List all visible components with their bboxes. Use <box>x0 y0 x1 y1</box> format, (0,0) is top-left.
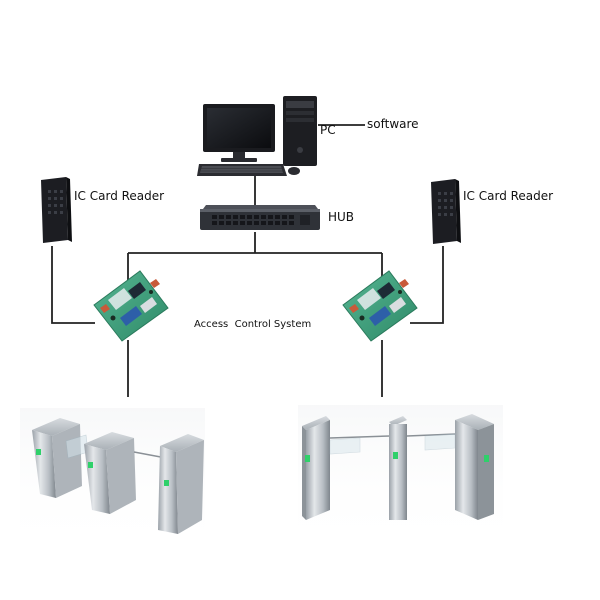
right-card-reader-label: IC Card Reader <box>463 189 553 203</box>
right-gate-2-indicator-led <box>393 452 398 459</box>
left-turnstile-group <box>20 408 205 558</box>
access-control-system-label: Access Control System <box>194 319 311 330</box>
right-turnstile-group <box>298 405 503 555</box>
left-gate-1-indicator-led <box>36 449 41 455</box>
hub-label: HUB <box>328 210 354 224</box>
right-reader-to-board-line <box>410 246 444 324</box>
keyboard <box>197 164 287 176</box>
right-gate-3-indicator-led <box>484 455 489 462</box>
right-gate-cabinet-3 <box>455 414 494 520</box>
connection-lines <box>51 124 444 397</box>
left-access-control-board <box>93 270 169 342</box>
mouse <box>288 167 300 175</box>
right-gate-cabinet-1 <box>302 416 330 520</box>
right-gate-1-indicator-led <box>305 455 310 462</box>
left-card-reader <box>41 177 72 243</box>
software-label: software <box>367 117 419 131</box>
pc-label: PC <box>320 123 336 137</box>
left-gate-cabinet-2 <box>84 432 136 514</box>
left-gate-3-indicator-led <box>164 480 169 486</box>
right-card-reader <box>431 179 461 244</box>
left-gate-cabinet-3 <box>158 434 204 534</box>
monitor-neck <box>233 152 245 159</box>
hub-ports <box>212 215 310 225</box>
left-gate-2-indicator-led <box>88 462 93 468</box>
left-reader-to-board-line <box>51 246 95 324</box>
left-card-reader-label: IC Card Reader <box>74 189 164 203</box>
monitor-base <box>221 158 257 162</box>
network-hub <box>200 205 320 230</box>
pc-computer <box>197 96 317 176</box>
monitor-screen <box>207 108 271 148</box>
left-gate-cabinet-1 <box>32 418 82 498</box>
right-access-control-board <box>342 270 418 342</box>
right-gate-cabinet-2 <box>389 416 407 520</box>
